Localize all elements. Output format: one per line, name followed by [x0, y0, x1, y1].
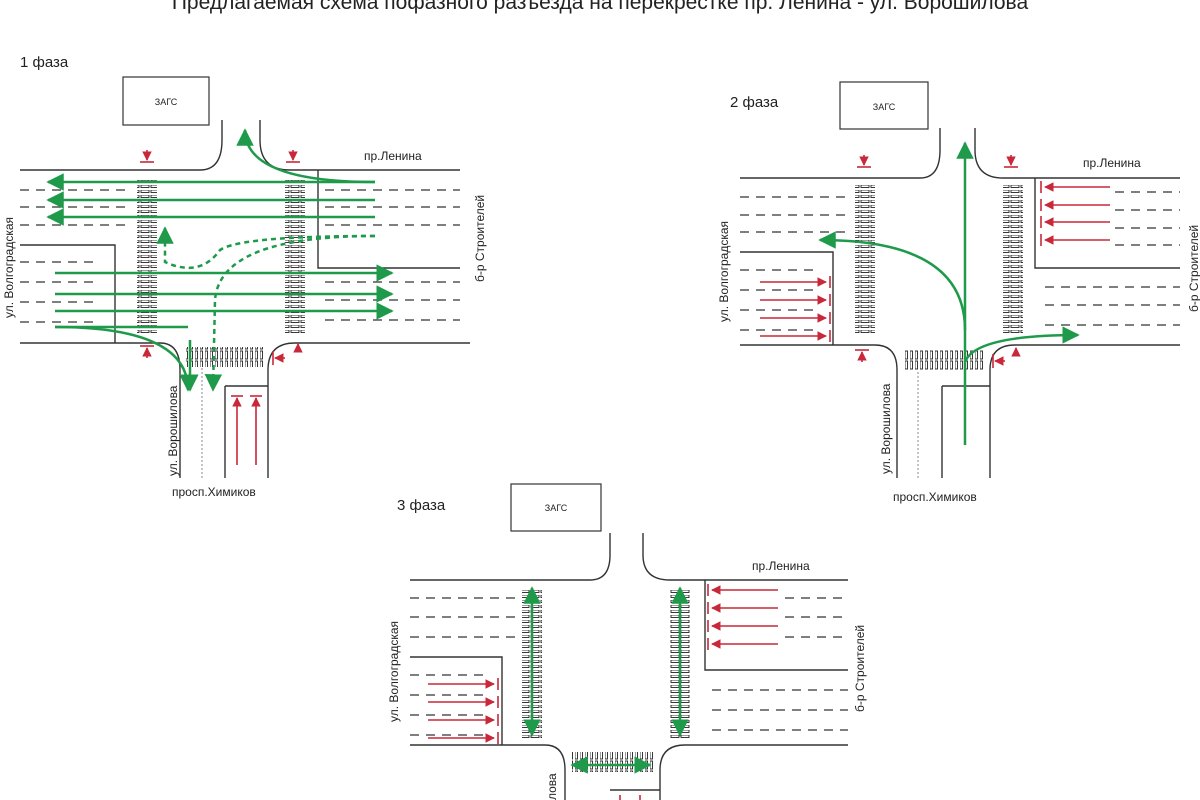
zags-label: ЗАГС: [873, 102, 896, 112]
phase-2: 2 фаза ЗАГС: [717, 81, 1200, 504]
zags-building: [839, 81, 929, 130]
page-title: Предлагаемая схема пофазного разъезда на…: [171, 0, 1029, 14]
khimikov-label: просп.Химиков: [172, 485, 256, 499]
voroshilova-label: лова: [545, 773, 559, 800]
volgogradskaya-label: ул. Волгоградская: [2, 217, 16, 318]
stroiteley-label: б-р Строителей: [473, 195, 487, 282]
lenina-label: пр.Ленина: [1083, 156, 1141, 170]
phase-1-label: 1 фаза: [20, 54, 69, 71]
lenina-label: пр.Ленина: [364, 149, 422, 163]
zags-label: ЗАГС: [545, 503, 568, 513]
stroiteley-label: б-р Строителей: [1187, 225, 1200, 312]
stroiteley-label: б-р Строителей: [853, 625, 867, 712]
zags-building: [122, 76, 210, 126]
voroshilova-label: ул. Ворошилова: [879, 383, 893, 474]
phase-3-label: 3 фаза: [397, 497, 446, 514]
volgogradskaya-label: ул. Волгоградская: [717, 221, 731, 322]
phase-2-label: 2 фаза: [730, 94, 779, 111]
lenina-label: пр.Ленина: [752, 559, 810, 573]
zags-label: ЗАГС: [155, 97, 178, 107]
phase-1: 1 фаза ЗАГС: [2, 54, 487, 499]
phase-3: 3 фаза ЗАГС: [387, 483, 867, 800]
volgogradskaya-label: ул. Волгоградская: [387, 621, 401, 722]
khimikov-label: просп.Химиков: [893, 490, 977, 504]
zags-building: [510, 483, 602, 532]
voroshilova-label: ул. Ворошилова: [166, 385, 180, 476]
